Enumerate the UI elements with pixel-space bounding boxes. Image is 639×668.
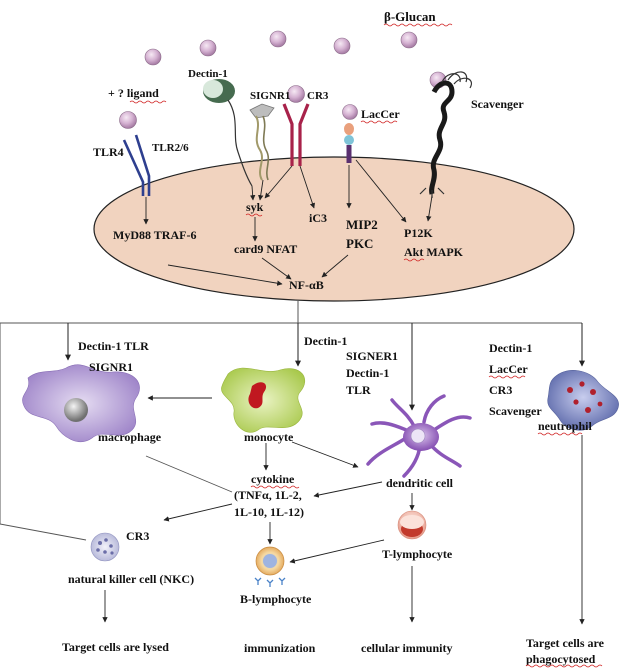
neutrophil-receptors-d: Scavenger xyxy=(489,404,542,418)
outcome-lysed: Target cells are lysed xyxy=(62,640,169,654)
ligand-label: + ? ligand xyxy=(108,86,159,100)
macrophage-cell-icon xyxy=(22,364,140,443)
neutrophil-receptors-c: CR3 xyxy=(489,383,512,397)
neutrophil-receptors-a: Dectin-1 xyxy=(489,341,532,355)
t-lymphocyte-label: T-lymphocyte xyxy=(382,547,453,561)
neutrophil-cell-icon xyxy=(547,370,619,431)
cr3-label: CR3 xyxy=(307,90,329,102)
distribution-lines xyxy=(0,301,585,541)
tlr4-label: TLR4 xyxy=(93,145,124,159)
laccer-label: LacCer xyxy=(361,107,400,121)
monocyte-receptor: Dectin-1 xyxy=(304,334,347,348)
macrophage-receptors-b: SIGNR1 xyxy=(89,360,133,374)
cytokine-title: cytokine xyxy=(251,472,295,486)
cytokine-list-2: 1L-10, 1L-12) xyxy=(234,505,304,519)
neutrophil-label: neutrophil xyxy=(538,419,592,433)
dendritic-receptors-a: SIGNER1 xyxy=(346,349,398,363)
laccer-receptor-icon xyxy=(344,123,354,163)
pkc-label: PKC xyxy=(346,236,373,251)
outcome-phagocytosed-2: phagocytosed xyxy=(526,652,596,666)
ic3-label: iC3 xyxy=(309,211,327,225)
beta-glucan-particles xyxy=(119,30,447,129)
dendritic-label: dendritic cell xyxy=(386,476,454,490)
syk-label: syk xyxy=(246,200,264,214)
macrophage-label: macrophage xyxy=(98,430,162,444)
nfkb-label: NF-αB xyxy=(289,278,324,292)
signr1-receptor-icon xyxy=(249,103,275,181)
dendritic-receptors-c: TLR xyxy=(346,383,371,397)
myd88-label: MyD88 TRAF-6 xyxy=(113,228,196,242)
cell-membrane xyxy=(93,156,575,302)
akt-label: Akt MAPK xyxy=(404,245,464,259)
dectin1-receptor-icon xyxy=(203,79,253,187)
nkc-receptor: CR3 xyxy=(126,529,149,543)
nkc-cell-icon xyxy=(90,532,120,562)
cytokine-list-1: (TNFα, 1L-2, xyxy=(234,488,302,502)
title-beta-glucan: β-Glucan xyxy=(384,9,436,24)
tlr4-receptor-icon xyxy=(122,134,151,196)
mip2-label: MIP2 xyxy=(346,217,378,232)
scavenger-label: Scavenger xyxy=(471,97,524,111)
t-lymphocyte-cell-icon xyxy=(397,510,427,540)
outcome-cellular: cellular immunity xyxy=(361,641,452,655)
signr1-label: SIGNR1 xyxy=(250,90,290,102)
monocyte-label: monocyte xyxy=(244,430,294,444)
outcome-phagocytosed-1: Target cells are xyxy=(526,636,605,650)
signal-arrows xyxy=(143,159,433,286)
tlr26-label: TLR2/6 xyxy=(152,142,189,154)
monocyte-cell-icon xyxy=(221,367,306,433)
b-lymphocyte-cell-icon xyxy=(254,546,286,587)
neutrophil-receptors-b: LacCer xyxy=(489,362,528,376)
cr3-receptor-icon xyxy=(282,103,310,166)
p12k-label: P12K xyxy=(404,226,433,240)
outcome-immunization: immunization xyxy=(244,641,316,655)
nkc-label: natural killer cell (NKC) xyxy=(68,572,194,586)
b-lymphocyte-label: B-lymphocyte xyxy=(240,592,312,606)
dectin1-label: Dectin-1 xyxy=(188,68,228,80)
dendritic-receptors-b: Dectin-1 xyxy=(346,366,389,380)
dendritic-cell-icon xyxy=(366,394,472,478)
card9-label: card9 NFAT xyxy=(234,242,297,256)
cell-arrows xyxy=(102,395,585,625)
macrophage-receptors-a: Dectin-1 TLR xyxy=(78,339,149,353)
